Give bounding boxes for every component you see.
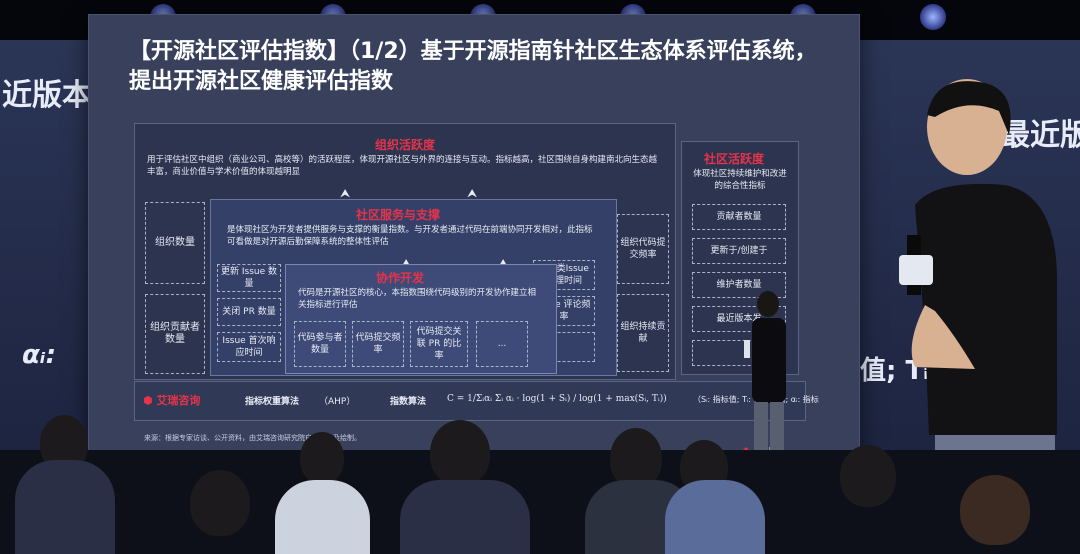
audience-head <box>300 432 344 484</box>
audience <box>0 415 1080 554</box>
metric-box: 组织数量 <box>145 202 205 284</box>
metric-box: 维护者数量 <box>692 272 786 298</box>
up-arrow-icon: ⮝ <box>498 256 509 270</box>
up-arrow-icon: ⮝ <box>401 256 412 270</box>
up-arrow-icon: ⮝ <box>467 186 478 200</box>
left-screen-formula: αᵢ: <box>22 340 56 370</box>
main-speaker <box>899 79 1057 475</box>
metric-box: 更新于/创建于 <box>692 238 786 264</box>
audience-head <box>960 475 1030 545</box>
inner-layer-description: 代码是开源社区的核心，本指数围绕代码级别的开发协作建立相关指标进行评估 <box>298 288 537 310</box>
index-algorithm-label: 指数算法 <box>390 397 427 407</box>
up-arrow-icon: ⮝ <box>340 186 351 200</box>
metric-box: 更新 Issue 数量 <box>217 264 281 292</box>
metric-box: 最近版本发 <box>692 306 786 332</box>
metric-box: Issue 首次响应时间 <box>217 332 281 362</box>
inner-layer-title: 协作开发 <box>376 271 425 285</box>
metric-box: 代码提交关联 PR 的比率 <box>410 321 468 367</box>
community-activity-panel: 社区活跃度 体现社区持续维护和改进的综合性指标 贡献者数量 更新于/创建于 维护… <box>681 141 799 375</box>
metric-box: 代码参与者数量 <box>294 321 346 367</box>
formula-bar: ⬢ 艾瑞咨询 指标权重算法 （AHP） 指数算法 C = 1/Σᵢαᵢ Σᵢ α… <box>134 381 819 421</box>
audience-head <box>840 445 896 507</box>
metric-box: 组织代码提交频率 <box>617 214 669 284</box>
index-formula: C = 1/Σᵢαᵢ Σᵢ αᵢ · log(1 + Sᵢ) / log(1 +… <box>447 394 667 404</box>
metric-box: 关闭 PR 数量 <box>217 298 281 326</box>
outer-layer-description: 用于评估社区中组织（商业公司、高校等）的活跃程度，体现开源社区与外界的连接与互动… <box>147 155 658 177</box>
left-screen-text: 近版本 <box>2 78 92 113</box>
metric-box: ... <box>476 321 528 367</box>
audience-head <box>190 470 250 536</box>
audience-head <box>610 428 662 488</box>
slide-footnote: 来源：根据专家访谈、公开资料，由艾瑞咨询研究院自主研究及绘制。 <box>144 434 361 442</box>
spotlight <box>920 4 946 30</box>
right-screen-text: 最近版本 <box>1000 118 1080 153</box>
metric-box: 贡献者数量 <box>692 204 786 230</box>
evaluation-diagram: 组织活跃度 用于评估社区中组织（商业公司、高校等）的活跃程度，体现开源社区与外界… <box>134 123 676 380</box>
audience-head <box>430 420 490 486</box>
side-panel-description: 体现社区持续维护和改进的综合性指标 <box>693 169 787 191</box>
audience-body <box>275 480 370 554</box>
audience-body <box>665 480 765 554</box>
middle-layer-description: 是体现社区为开发者提供服务与支撑的衡量指数。与开发者通过代码在前端协同开发相对，… <box>227 225 593 247</box>
middle-layer-title: 社区服务与支撑 <box>356 208 441 222</box>
metric-box: 代码提交频率 <box>352 321 404 367</box>
presentation-slide: 【开源社区评估指数】（1/2）基于开源指南针社区生态体系评估系统，提出开源社区健… <box>88 14 860 482</box>
metric-box: 组织贡献者数量 <box>145 294 205 374</box>
audience-body <box>15 460 115 554</box>
outer-layer-title: 组织活跃度 <box>375 138 436 152</box>
inner-layer: 协作开发 代码是开源社区的核心，本指数围绕代码级别的开发协作建立相关指标进行评估… <box>285 264 557 374</box>
logo-text: 艾瑞咨询 <box>156 394 201 407</box>
iresearch-logo: ⬢ 艾瑞咨询 <box>143 394 201 407</box>
metric-box: 组织持续贡献 <box>617 294 669 372</box>
side-panel-title: 社区活跃度 <box>704 152 765 166</box>
audience-body <box>400 480 530 554</box>
slide-title: 【开源社区评估指数】（1/2）基于开源指南针社区生态体系评估系统，提出开源社区健… <box>129 39 817 94</box>
weight-algorithm-label: 指标权重算法 <box>245 397 300 407</box>
left-side-screen: 近版本 αᵢ: <box>0 40 95 460</box>
weight-algorithm-method: （AHP） <box>319 397 356 407</box>
